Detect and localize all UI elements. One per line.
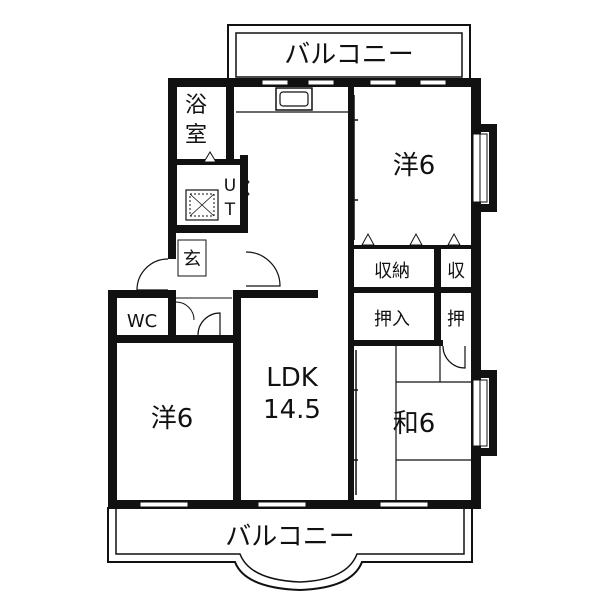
bath-room: 浴 室 xyxy=(185,93,217,163)
kitchen-sink xyxy=(236,87,348,113)
top-balcony: バルコニー xyxy=(227,24,471,82)
japanese-room-label: 和6 xyxy=(393,409,436,439)
closet-small-label: 収 xyxy=(447,261,465,282)
oshiire-small-label: 押 xyxy=(447,309,465,330)
western-room-ne-label: 洋6 xyxy=(393,151,436,181)
bath-label-1: 浴 xyxy=(185,93,207,118)
wc-label: WC xyxy=(127,311,157,332)
utility-room: U T xyxy=(185,175,250,221)
top-balcony-label: バルコニー xyxy=(284,40,413,70)
wc-room: WC xyxy=(127,301,221,336)
closets: 収納 収 押入 押 xyxy=(374,261,466,369)
bottom-balcony-label: バルコニー xyxy=(225,522,354,552)
sliding-doors xyxy=(350,95,358,495)
western-room-sw: 洋6 xyxy=(151,404,194,434)
western-room-sw-label: 洋6 xyxy=(151,404,194,434)
bottom-balcony: バルコニー xyxy=(107,507,473,592)
entrance: 玄 xyxy=(136,239,281,299)
western-room-ne: 洋6 xyxy=(361,151,461,246)
ldk-label: LDK xyxy=(266,363,319,393)
windows xyxy=(139,79,488,508)
entrance-label: 玄 xyxy=(183,249,201,270)
bath-label-2: 室 xyxy=(185,123,207,148)
ldk-size-label: 14.5 xyxy=(263,395,321,425)
walls xyxy=(108,78,497,509)
ldk: LDK 14.5 xyxy=(263,363,321,425)
ut-label-u: U xyxy=(224,176,236,196)
oshiire-label: 押入 xyxy=(374,309,410,330)
tatami-lines xyxy=(395,346,471,500)
japanese-room: 和6 xyxy=(393,346,471,500)
ut-label-t: T xyxy=(224,200,236,220)
closet-storage-label: 収納 xyxy=(374,261,410,282)
